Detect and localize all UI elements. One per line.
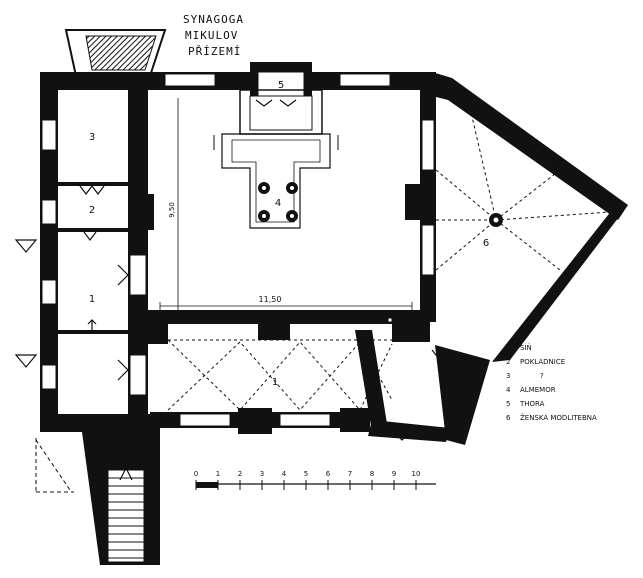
- legend-label: SÍŇ: [520, 343, 532, 352]
- legend-num: 1: [506, 344, 510, 352]
- scale-label: 1: [216, 470, 220, 478]
- scale-label: 3: [260, 470, 264, 478]
- legend-label: ?: [540, 372, 544, 380]
- room-5-niche: 5: [239, 62, 323, 135]
- interior-walls: [58, 90, 430, 434]
- dimension-width: 11,50: [259, 295, 282, 304]
- title-line-1: SYNAGOGA: [183, 13, 244, 26]
- scale-label: 0: [194, 470, 198, 478]
- window-openings: [41, 73, 435, 427]
- room-1-label: 1: [89, 294, 95, 305]
- scale-label: 5: [304, 470, 308, 478]
- legend-label: THORA: [519, 400, 545, 408]
- room-5-label: 5: [278, 80, 284, 91]
- room-3-label: 3: [89, 132, 95, 143]
- scale-bar: [195, 480, 436, 490]
- legend: 1 SÍŇ 2 POKLADNICE 3 ? 4 ALMEMOR 5 THORA…: [506, 343, 597, 422]
- hall-dimensions: [159, 98, 413, 319]
- scale-label: 10: [412, 470, 421, 478]
- staircase: [82, 432, 160, 565]
- legend-num: 2: [506, 358, 510, 366]
- legend-label: POKLADNICE: [520, 358, 565, 366]
- room-2-label: 2: [89, 205, 95, 216]
- legend-label: ŽENSKÁ MODLITEBNA: [520, 413, 597, 422]
- legend-num: 4: [506, 386, 511, 394]
- scale-label: 8: [370, 470, 374, 478]
- almemor: 4: [213, 133, 339, 229]
- dimension-depth: 9,50: [168, 202, 176, 218]
- scale-label: 6: [326, 470, 331, 478]
- lower-hall-number: 1: [272, 377, 278, 388]
- scale-label: 4: [282, 470, 287, 478]
- legend-num: 6: [506, 414, 511, 422]
- door-marks: [14, 185, 449, 441]
- bottom-left-outline: [35, 438, 74, 493]
- legend-num: 5: [506, 400, 510, 408]
- scale-label: 9: [392, 470, 396, 478]
- lower-hall-vault: [167, 339, 393, 411]
- title-line-3: PŘÍZEMÍ: [188, 45, 241, 58]
- scale-labels: 0 1 2 3 4 5 6 7 8 9 10: [194, 470, 421, 478]
- room-6-pillar: [489, 213, 503, 227]
- title-line-2: MIKULOV: [185, 29, 238, 42]
- legend-label: ALMEMOR: [520, 386, 556, 394]
- legend-num: 3: [506, 372, 510, 380]
- room-4-label: 4: [275, 198, 281, 209]
- hatched-annex: [64, 29, 167, 77]
- scale-label: 7: [348, 470, 352, 478]
- scale-label: 2: [238, 470, 242, 478]
- room-6-label: 6: [483, 238, 489, 249]
- title-block: SYNAGOGA MIKULOV PŘÍZEMÍ: [183, 13, 244, 58]
